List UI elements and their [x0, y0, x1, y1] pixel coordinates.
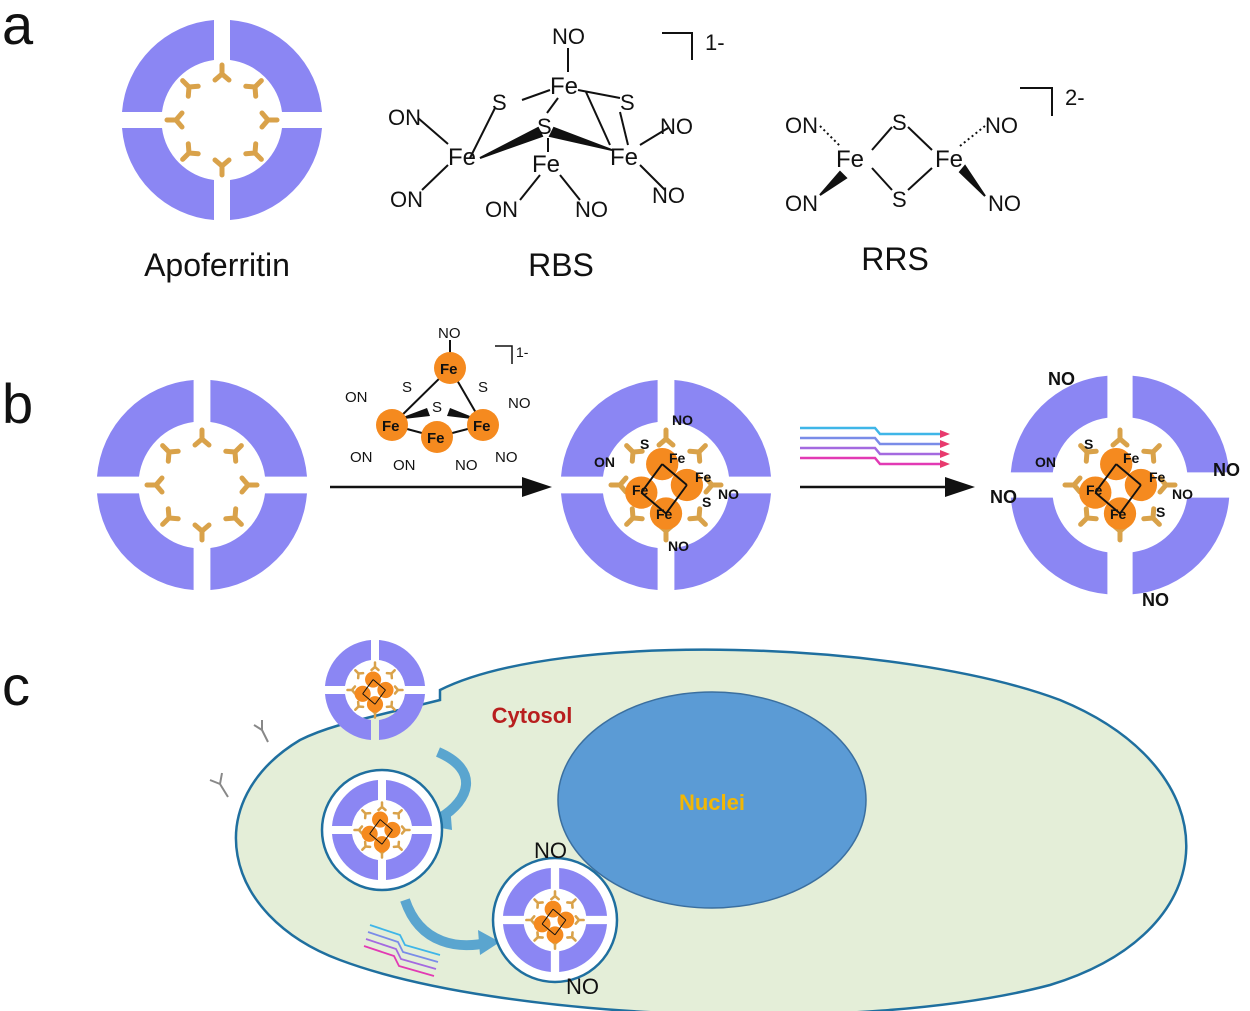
- no-released-right: NO: [1213, 460, 1240, 480]
- rbs-charge: 1-: [705, 30, 725, 55]
- svg-text:Fe: Fe: [440, 361, 458, 378]
- no-released-left: NO: [990, 487, 1017, 507]
- svg-text:S: S: [892, 110, 907, 135]
- rrs-charge: 2-: [1065, 85, 1085, 110]
- svg-text:Fe: Fe: [836, 146, 864, 173]
- svg-text:ON: ON: [390, 187, 423, 212]
- svg-text:Fe: Fe: [550, 73, 578, 100]
- svg-text:S: S: [892, 187, 907, 212]
- svg-text:Fe: Fe: [935, 146, 963, 173]
- svg-text:NO: NO: [438, 325, 461, 342]
- svg-text:Fe: Fe: [1086, 482, 1103, 498]
- svg-text:Fe: Fe: [382, 418, 400, 435]
- endosome-ferritin: [320, 768, 444, 892]
- svg-text:ON: ON: [785, 113, 818, 138]
- svg-text:Fe: Fe: [669, 450, 686, 466]
- svg-text:ON: ON: [785, 191, 818, 216]
- svg-text:ON: ON: [388, 105, 421, 130]
- svg-text:ON: ON: [393, 457, 416, 474]
- svg-text:S: S: [1156, 504, 1165, 520]
- light-rays-b: [800, 426, 950, 468]
- svg-text:S: S: [1084, 436, 1093, 452]
- fe-atom: [434, 352, 466, 384]
- svg-text:Fe: Fe: [532, 151, 560, 178]
- rrs-structure: [819, 125, 986, 197]
- svg-text:Fe: Fe: [1110, 506, 1127, 522]
- rbs-label: RBS: [528, 247, 594, 283]
- svg-text:Fe: Fe: [1123, 450, 1140, 466]
- svg-text:ON: ON: [594, 454, 615, 470]
- svg-text:ON: ON: [350, 449, 373, 466]
- svg-text:NO: NO: [1172, 486, 1193, 502]
- svg-text:NO: NO: [672, 412, 693, 428]
- apoferritin-empty: [97, 380, 308, 590]
- cytosol-label: Cytosol: [492, 703, 573, 728]
- svg-text:S: S: [478, 379, 488, 396]
- no-label-top: NO: [534, 838, 567, 863]
- panel-label-a: a: [2, 0, 34, 56]
- svg-text:NO: NO: [985, 113, 1018, 138]
- svg-text:NO: NO: [652, 183, 685, 208]
- receptor-icon: [209, 720, 269, 798]
- svg-text:ON: ON: [1035, 454, 1056, 470]
- svg-text:1-: 1-: [516, 344, 529, 360]
- no-label-bottom: NO: [566, 974, 599, 999]
- svg-text:S: S: [492, 90, 507, 115]
- svg-text:Fe: Fe: [427, 430, 445, 447]
- svg-text:Fe: Fe: [473, 418, 491, 435]
- svg-text:S: S: [620, 90, 635, 115]
- nuclei-label: Nuclei: [679, 790, 745, 815]
- svg-text:S: S: [640, 436, 649, 452]
- endosome-no-release: [491, 856, 619, 984]
- svg-text:NO: NO: [718, 486, 739, 502]
- rbs-structure: [417, 48, 669, 201]
- svg-text:S: S: [432, 399, 442, 416]
- apoferritin-label: Apoferritin: [144, 247, 290, 283]
- svg-text:NO: NO: [660, 114, 693, 139]
- rrs-bracket: [1020, 87, 1053, 116]
- rbs-labels: NO Fe S S S Fe Fe Fe ON ON ON NO NO NO: [388, 24, 693, 222]
- no-released-top: NO: [1048, 369, 1075, 389]
- rrs-label: RRS: [861, 241, 929, 277]
- fe-atom: [467, 409, 499, 441]
- loaded-ferritin: Fe Fe Fe Fe NO S ON NO S NO: [561, 380, 771, 590]
- svg-text:S: S: [537, 114, 552, 139]
- svg-text:NO: NO: [668, 538, 689, 554]
- svg-text:NO: NO: [552, 24, 585, 49]
- rbs-molecule-small: Fe Fe Fe Fe NO S S S ON ON ON NO NO NO 1…: [345, 325, 531, 474]
- svg-text:S: S: [402, 379, 412, 396]
- svg-text:ON: ON: [485, 197, 518, 222]
- nucleus: [557, 691, 867, 909]
- rbs-bracket: [662, 32, 693, 60]
- reaction-arrow-2: [800, 477, 975, 497]
- rrs-labels: Fe Fe S S ON ON NO NO: [785, 110, 1021, 216]
- svg-text:NO: NO: [495, 449, 518, 466]
- panel-label-c: c: [2, 654, 30, 717]
- panel-label-b: b: [2, 372, 33, 435]
- no-released-bottom: NO: [1142, 590, 1169, 610]
- svg-text:Fe: Fe: [610, 144, 638, 171]
- svg-text:Fe: Fe: [695, 469, 712, 485]
- svg-text:NO: NO: [575, 197, 608, 222]
- svg-text:ON: ON: [345, 389, 368, 406]
- light-rays-c: [363, 924, 441, 977]
- reaction-arrow-1: [330, 477, 552, 497]
- apoferritin-diagram: [122, 20, 322, 220]
- svg-text:S: S: [702, 494, 711, 510]
- fe-atom: [376, 409, 408, 441]
- svg-text:NO: NO: [508, 395, 531, 412]
- svg-text:NO: NO: [988, 191, 1021, 216]
- svg-text:Fe: Fe: [1149, 469, 1166, 485]
- no-released-ferritin: Fe Fe Fe Fe S ON NO S: [1010, 375, 1230, 595]
- svg-text:Fe: Fe: [656, 506, 673, 522]
- svg-text:NO: NO: [455, 457, 478, 474]
- svg-text:Fe: Fe: [448, 144, 476, 171]
- fe-atom: [421, 421, 453, 453]
- svg-text:Fe: Fe: [632, 482, 649, 498]
